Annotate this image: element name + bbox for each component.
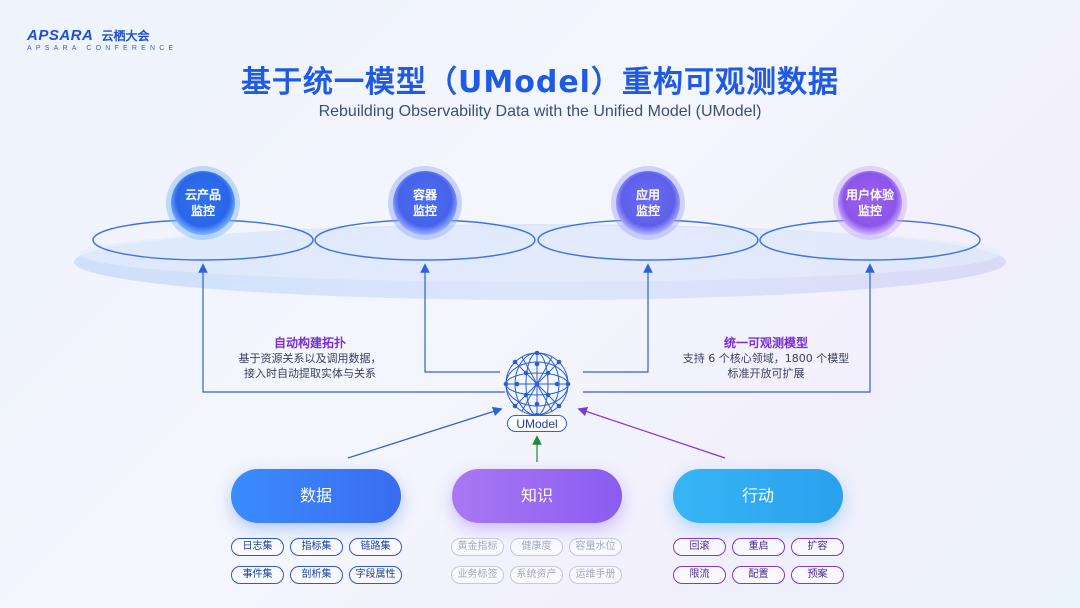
link-hub-ux xyxy=(583,263,875,393)
tag-knowledge: 业务标签 xyxy=(451,566,504,584)
annotation-auto-topology: 自动构建拓扑 基于资源关系以及调用数据， 接入时自动提取实体与关系 xyxy=(210,336,410,381)
annotation-title: 统一可观测模型 xyxy=(723,336,808,350)
link-hub-container xyxy=(420,263,500,373)
tag-action: 配置 xyxy=(732,566,785,584)
node-label-line2: 监控 xyxy=(412,204,437,218)
node-label-line1: 云产品 xyxy=(184,188,221,202)
tag-action: 回滚 xyxy=(673,538,726,556)
tag-action: 预案 xyxy=(791,566,844,584)
tag-knowledge: 系统资产 xyxy=(510,566,563,584)
node-container-monitoring: 容器 监控 xyxy=(392,170,458,236)
tag-data: 剖析集 xyxy=(290,566,343,584)
globe-nodes xyxy=(503,350,571,418)
annotation-unified-model: 统一可观测模型 支持 6 个核心领域，1800 个模型 标准开放可扩展 xyxy=(668,336,864,381)
node-label-line1: 容器 xyxy=(412,188,437,202)
node-label-line1: 用户体验 xyxy=(845,188,894,202)
page-subtitle: Rebuilding Observability Data with the U… xyxy=(318,103,762,120)
annotation-line: 接入时自动提取实体与关系 xyxy=(244,367,376,380)
tag-data: 日志集 xyxy=(231,538,284,556)
node-cloud-monitoring: 云产品 监控 xyxy=(170,170,236,236)
tag-data: 事件集 xyxy=(231,566,284,584)
node-label-line1: 应用 xyxy=(635,188,660,202)
umodel-label: UModel xyxy=(507,415,567,432)
tag-knowledge: 容量水位 xyxy=(569,538,622,556)
tag-action: 扩容 xyxy=(791,538,844,556)
apsara-logo: APSARA 云栖大会 APSARA CONFERENCE xyxy=(27,25,177,52)
tag-action: 重启 xyxy=(732,538,785,556)
pillar-knowledge: 知识 xyxy=(452,469,622,523)
node-label-line2: 监控 xyxy=(857,204,882,218)
pillar-data: 数据 xyxy=(231,469,401,523)
tag-knowledge: 黄金指标 xyxy=(451,538,504,556)
tag-data: 指标集 xyxy=(290,538,343,556)
link-action-hub xyxy=(577,406,726,459)
node-label-line2: 监控 xyxy=(190,204,215,218)
page-title: 基于统一模型（UModel）重构可观测数据 xyxy=(241,65,839,100)
logo-subtitle: APSARA CONFERENCE xyxy=(27,45,178,52)
tag-data: 字段属性 xyxy=(349,566,402,584)
annotation-line: 标准开放可扩展 xyxy=(727,367,805,380)
annotation-line: 基于资源关系以及调用数据， xyxy=(238,352,382,365)
tag-knowledge: 运维手册 xyxy=(569,566,622,584)
node-app-monitoring: 应用 监控 xyxy=(615,170,681,236)
node-ux-monitoring: 用户体验 监控 xyxy=(837,170,903,236)
link-hub-cloud xyxy=(198,263,505,393)
pillar-action: 行动 xyxy=(673,469,843,523)
link-data-hub xyxy=(347,406,503,459)
logo-brand: APSARA xyxy=(27,27,94,44)
annotation-line: 支持 6 个核心领域，1800 个模型 xyxy=(682,352,850,365)
platform-disc-top xyxy=(80,226,1000,282)
tag-data: 链路集 xyxy=(349,538,402,556)
tag-knowledge: 健康度 xyxy=(510,538,563,556)
logo-brand-cn: 云栖大会 xyxy=(101,29,150,43)
link-hub-app xyxy=(583,263,653,373)
annotation-title: 自动构建拓扑 xyxy=(273,336,346,350)
tag-action: 限流 xyxy=(673,566,726,584)
node-label-line2: 监控 xyxy=(635,204,660,218)
